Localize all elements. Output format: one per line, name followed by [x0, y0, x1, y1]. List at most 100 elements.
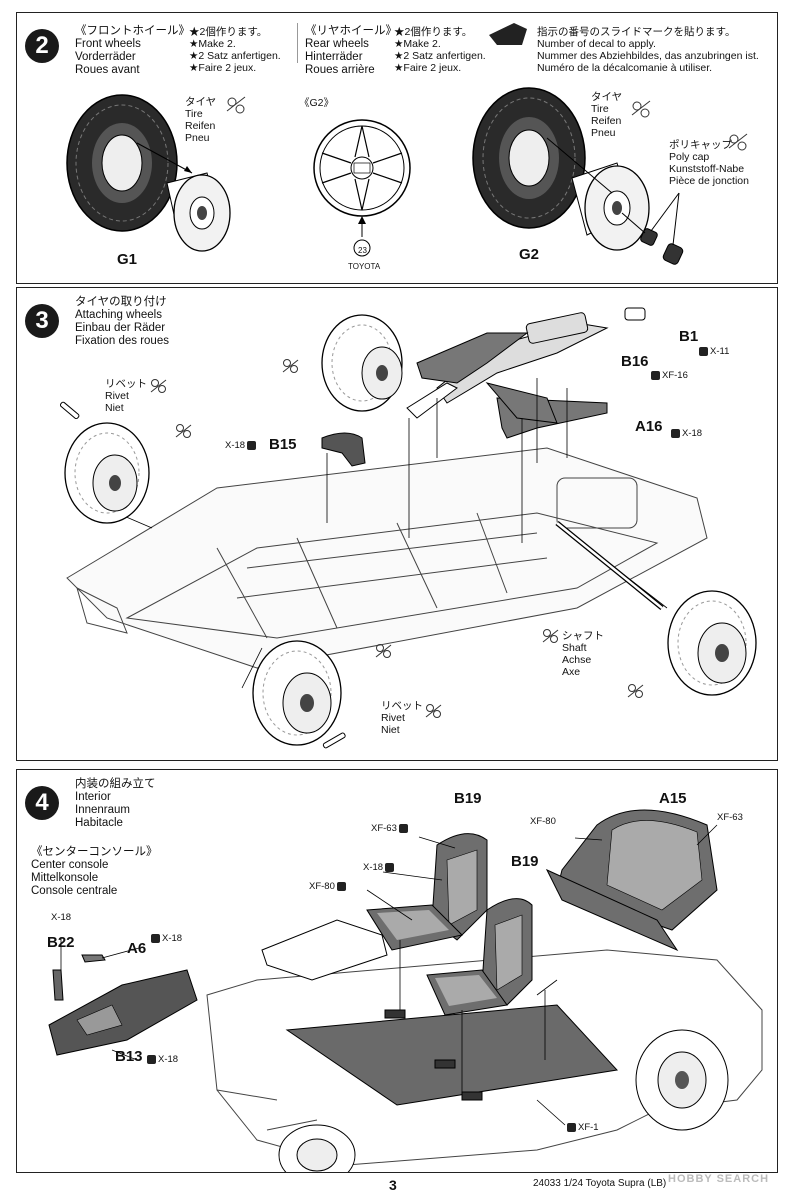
step-3-title: タイヤの取り付け Attaching wheels Einbau der Räd…: [75, 296, 169, 348]
part-g2: G2: [519, 246, 540, 263]
divider: [297, 23, 298, 63]
front-wheels-fr: Roues avant: [75, 64, 140, 76]
rear-wheel-rim-drawing: [571, 162, 650, 251]
rear-seat-drawing: [545, 809, 718, 952]
product-name: 1/24 Toyota Supra (LB): [563, 1178, 667, 1189]
code-text: X-18: [363, 862, 384, 873]
step-number: 4: [25, 786, 59, 820]
front-seat-left-drawing: [366, 833, 488, 951]
sprue-cut-icon: [226, 96, 748, 151]
step-3-panel: 3 タイヤの取り付け Attaching wheels Einbau der R…: [16, 287, 778, 761]
rivet-en: Rivet: [381, 712, 405, 724]
tire-fr: Pneu: [185, 132, 210, 144]
tire-jp: タイヤ: [591, 91, 623, 103]
watermark: HOBBY SEARCH: [668, 1173, 770, 1185]
paint-code-b22: X-18: [51, 912, 71, 923]
step-4-illustration: [48, 809, 763, 1172]
part-b16: B16: [621, 353, 649, 370]
console-en: Center console: [31, 859, 109, 871]
polycap-de: Kunststoff-Nabe: [669, 163, 745, 175]
part-a16: A16: [635, 418, 663, 435]
front-wheel-drawing: [278, 1124, 356, 1172]
page-number: 3: [389, 1177, 397, 1193]
decal-note-fr: Numéro de la décalcomanie à utiliser.: [537, 62, 713, 74]
paint-code-xf80-rear: XF-80: [530, 816, 556, 827]
center-console-title: 《センターコンソール》 Center console Mittelkonsole…: [31, 846, 158, 898]
rivet-de: Niet: [105, 402, 124, 414]
paint-code-xf63-seat: XF-63: [371, 823, 410, 834]
code-text: XF-16: [662, 370, 688, 381]
paint-code-xf80-seat: XF-80: [309, 881, 348, 892]
paint-hex-icon: [567, 1122, 576, 1132]
polycap-jp: ポリキャップ: [669, 139, 732, 151]
decal-brand: TOYOTA: [348, 262, 381, 271]
title-de: Einbau der Räder: [75, 322, 166, 334]
step-number: 2: [25, 29, 59, 63]
rivet-label-top: リベット Rivet Niet: [105, 378, 147, 414]
g2-label: 《G2》: [299, 97, 335, 109]
part-b15: B15: [269, 436, 297, 453]
part-b13: B13: [115, 1048, 143, 1065]
wheel-bottom-drawing: [252, 640, 342, 746]
decal-number: 23: [358, 246, 367, 255]
decal-note-jp: 指示の番号のスライドマークを貼ります。: [537, 26, 736, 38]
rear-wheels-title: 《リヤホイール》 Rear wheels Hinterräder Roues a…: [305, 25, 397, 77]
chassis-drawing: [66, 447, 708, 669]
decal-note-de: Nummer des Abziehbildes, das anzubringen…: [537, 50, 759, 62]
code-text: X-18: [158, 1054, 179, 1065]
shaft-fr: Axe: [562, 666, 581, 678]
polycap-en: Poly cap: [669, 151, 710, 163]
code-text: X-18: [162, 933, 183, 944]
paint-hex-icon: [398, 823, 408, 833]
paint-code-b1: X-11: [697, 346, 729, 357]
front-make-notes: ★2個作ります。 ★Make 2. ★2 Satz anfertigen. ★F…: [189, 26, 281, 74]
note-line: ★2 Satz anfertigen.: [189, 50, 281, 62]
console-de: Mittelkonsole: [31, 872, 99, 884]
console-fr: Console centrale: [31, 885, 118, 897]
rear-wheel-drawing: [635, 1029, 729, 1131]
console-jp: 《センターコンソール》: [31, 846, 158, 858]
title-en: Interior: [75, 791, 111, 803]
paint-code-x18-seat: X-18: [363, 862, 396, 873]
part-b19-lower: B19: [511, 853, 539, 870]
rivet-jp: リベット: [105, 378, 147, 390]
b15-part-drawing: [321, 432, 366, 467]
tire-de: Reifen: [185, 120, 216, 132]
note-line: ★Faire 2 jeux.: [189, 62, 257, 74]
front-tire-drawing: [66, 94, 178, 232]
title-de: Innenraum: [75, 804, 130, 816]
center-console-drawing: [48, 919, 388, 1056]
wheel-right-drawing: [667, 590, 757, 696]
title-fr: Fixation des roues: [75, 335, 169, 347]
code-text: XF-63: [371, 823, 397, 834]
paint-code-a6: X-18: [149, 933, 182, 944]
code-text: X-18: [682, 428, 703, 439]
front-wheels-title: 《フロントホイール》 Front wheels Vorderräder Roue…: [75, 25, 190, 77]
step-2-illustration: [66, 23, 748, 265]
step-4-panel: 4 内装の組み立て Interior Innenraum Habitacle 《…: [16, 769, 778, 1173]
poly-cap-drawing: [640, 228, 684, 265]
decal-note: 指示の番号のスライドマークを貼ります。 Number of decal to a…: [537, 26, 759, 74]
rear-wheels-fr: Roues arrière: [305, 64, 375, 76]
part-a6: A6: [127, 940, 147, 957]
code-text: X-11: [710, 346, 730, 357]
paint-code-a16: X-18: [669, 428, 702, 439]
paint-code-floor: XF-1: [565, 1122, 599, 1133]
shaft-jp: シャフト: [562, 630, 604, 642]
shaft-en: Shaft: [562, 642, 587, 654]
code-text: XF-1: [578, 1122, 599, 1133]
rivet-en: Rivet: [105, 390, 129, 402]
paint-hex-icon: [385, 862, 395, 872]
paint-hex-icon: [336, 881, 346, 891]
note-line: ★Faire 2 jeux.: [394, 62, 462, 74]
front-wheel-rim-drawing: [166, 172, 231, 252]
rear-tire-label: タイヤ Tire Reifen Pneu: [591, 91, 622, 139]
rivet-de: Niet: [381, 724, 400, 736]
note-line: ★2 Satz anfertigen.: [394, 50, 486, 62]
paint-hex-icon: [699, 346, 708, 356]
rear-axle-frame-drawing: [416, 332, 608, 439]
shaft-label: シャフト Shaft Achse Axe: [562, 630, 604, 678]
note-line: ★Make 2.: [189, 38, 236, 50]
code-text: X-18: [51, 912, 72, 923]
note-line: ★Make 2.: [394, 38, 441, 50]
